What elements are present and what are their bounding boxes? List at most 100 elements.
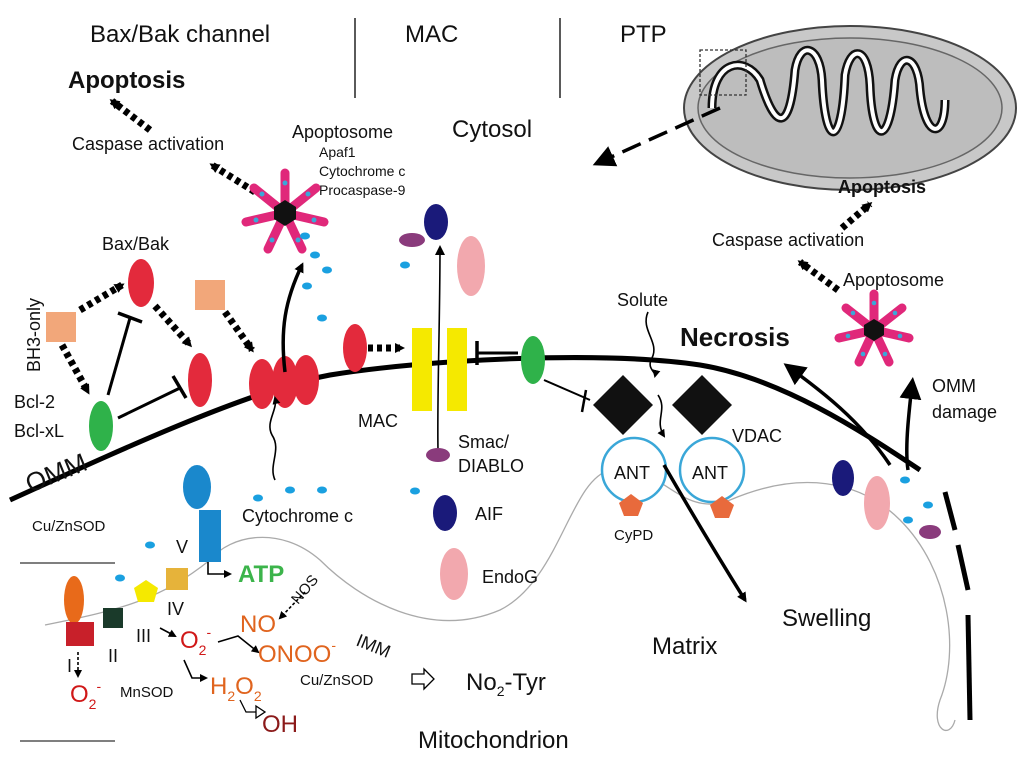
ant-right	[678, 436, 746, 504]
swelling-label: Swelling	[782, 605, 871, 632]
nitrotyrosine-label: No2-Tyr	[466, 669, 546, 699]
omm-fragment-2	[955, 544, 971, 591]
apoptosome-title-label: Apoptosome	[292, 122, 393, 142]
h2o2-label: H2O2	[210, 673, 262, 704]
endog-ims	[440, 548, 468, 600]
header-ptp: PTP	[620, 21, 667, 48]
complex-v-head	[183, 465, 211, 509]
vdac-label: VDAC	[732, 426, 782, 446]
cytochrome-release-arrow	[281, 262, 304, 373]
mac-release-arrow	[434, 245, 445, 451]
matrix-label: Matrix	[652, 633, 717, 660]
no-label: NO	[240, 611, 276, 638]
hydroxyl-label: OH	[262, 711, 298, 738]
cyt-c-dot-ims-mac	[410, 487, 420, 495]
aif-cytosol	[424, 204, 448, 240]
complex-v-label: V	[176, 537, 188, 557]
bh3-to-bcl2-arrow	[58, 343, 92, 395]
smac-label: Smac/	[458, 432, 509, 452]
omm-fragment-3	[965, 614, 973, 721]
inner-mitochondrial-membrane	[44, 468, 956, 732]
complex-i-base	[66, 622, 94, 646]
superoxide-to-peroxynitrite-arrow	[217, 635, 260, 654]
aif-ims	[433, 495, 457, 531]
omm-label: OMM	[21, 447, 91, 499]
bcl2-protein	[89, 401, 113, 451]
swelling-arrow	[662, 464, 747, 603]
caspase-activation-right-label: Caspase activation	[712, 230, 864, 250]
mac-label: MAC	[358, 411, 398, 431]
endog-cytosol	[457, 236, 485, 296]
bh3-only-protein	[46, 312, 76, 342]
outer-mitochondrial-membrane	[8, 355, 922, 503]
apoptosome-to-caspase-arrow-left	[209, 162, 257, 195]
ant-left-label: ANT	[614, 463, 650, 483]
cytochrome-c-label: Cytochrome c	[242, 506, 353, 526]
aif-label: AIF	[475, 504, 503, 524]
caspase-to-apoptosis-arrow-right	[839, 201, 873, 231]
caspase-to-apoptosis-arrow-left	[109, 98, 153, 133]
apoptosome-part-apaf1: Apaf1	[319, 144, 356, 160]
apoptosome-right-icon	[834, 289, 914, 367]
vdac-left	[593, 375, 653, 435]
omm-damage-label-1: OMM	[932, 376, 976, 396]
cypd-label: CyPD	[614, 527, 653, 544]
solute-label: Solute	[617, 290, 668, 310]
header-mac: MAC	[405, 21, 458, 48]
superoxide-low-label: O2-	[70, 678, 101, 712]
omm-damage-label-2: damage	[932, 402, 997, 422]
complex-iii-label: III	[136, 626, 151, 646]
cyt-c-dot-mac	[400, 261, 410, 269]
bcl2-label: Bcl-2	[14, 392, 55, 412]
bcl-xl-label: Bcl-xL	[14, 421, 64, 441]
atp-label: ATP	[238, 561, 284, 588]
endog-released	[864, 476, 890, 530]
smac-released	[919, 525, 941, 539]
smac-diablo-ims	[426, 448, 450, 462]
omm-fragment-1	[942, 491, 958, 531]
complex-ii-label: II	[108, 646, 118, 666]
complex-iii-to-superoxide-arrow	[159, 627, 177, 637]
complex-i-head	[64, 576, 84, 624]
bh3-to-channel-arrow	[222, 309, 255, 353]
nos-to-no-arrow	[278, 591, 306, 620]
complex-v-stalk	[199, 510, 221, 562]
inset-zoom-arrow	[592, 106, 721, 167]
bh3-to-bax-arrow	[78, 281, 125, 314]
smac-diablo-cytosol	[399, 233, 425, 247]
complex-i-label: I	[67, 656, 72, 676]
cytochrome-c-dots-ims	[115, 486, 327, 582]
h2o2-to-oh-arrowhead	[255, 704, 267, 720]
cypd-right	[710, 496, 734, 518]
apoptosis-left-label: Apoptosis	[68, 67, 185, 94]
apoptosome-right-label: Apoptosome	[843, 270, 944, 290]
imm-label: IMM	[354, 630, 394, 662]
bcl-protein-mac	[521, 336, 545, 384]
complex-iv	[166, 568, 188, 590]
bax-bak-channel	[249, 355, 319, 409]
necrosis-arrow	[783, 363, 892, 466]
bcl-inhibits-ptp-line	[543, 379, 591, 413]
apoptosome-part-cytochrome-c: Cytochrome c	[319, 163, 405, 179]
cu-zn-sod-bottom-label: Cu/ZnSOD	[300, 672, 374, 689]
bcl-inhibits-mac-line	[475, 341, 518, 365]
cypd-left	[619, 494, 643, 516]
bh3-only-protein-2	[195, 280, 225, 310]
bcl2-inhibits-bax-line	[106, 311, 143, 396]
h2o2-to-oh-arrow	[239, 699, 256, 713]
peroxynitrite-label: ONOO-	[258, 637, 336, 668]
cu-zn-sod-arrow-icon	[411, 667, 435, 691]
necrosis-label: Necrosis	[680, 322, 790, 352]
bax-bak-label: Bax/Bak	[102, 234, 170, 254]
endog-label: EndoG	[482, 567, 538, 587]
complex-iii	[134, 580, 158, 602]
apoptosome-to-caspase-arrow-right	[797, 259, 841, 293]
bax-protein-near-mac	[343, 324, 367, 372]
header-bax-bak-channel: Bax/Bak channel	[90, 21, 270, 48]
caspase-activation-left-label: Caspase activation	[72, 134, 224, 154]
mac-channel-right	[447, 328, 467, 411]
mitochondrion-inset-icon	[683, 25, 1017, 191]
aif-released	[832, 460, 854, 496]
